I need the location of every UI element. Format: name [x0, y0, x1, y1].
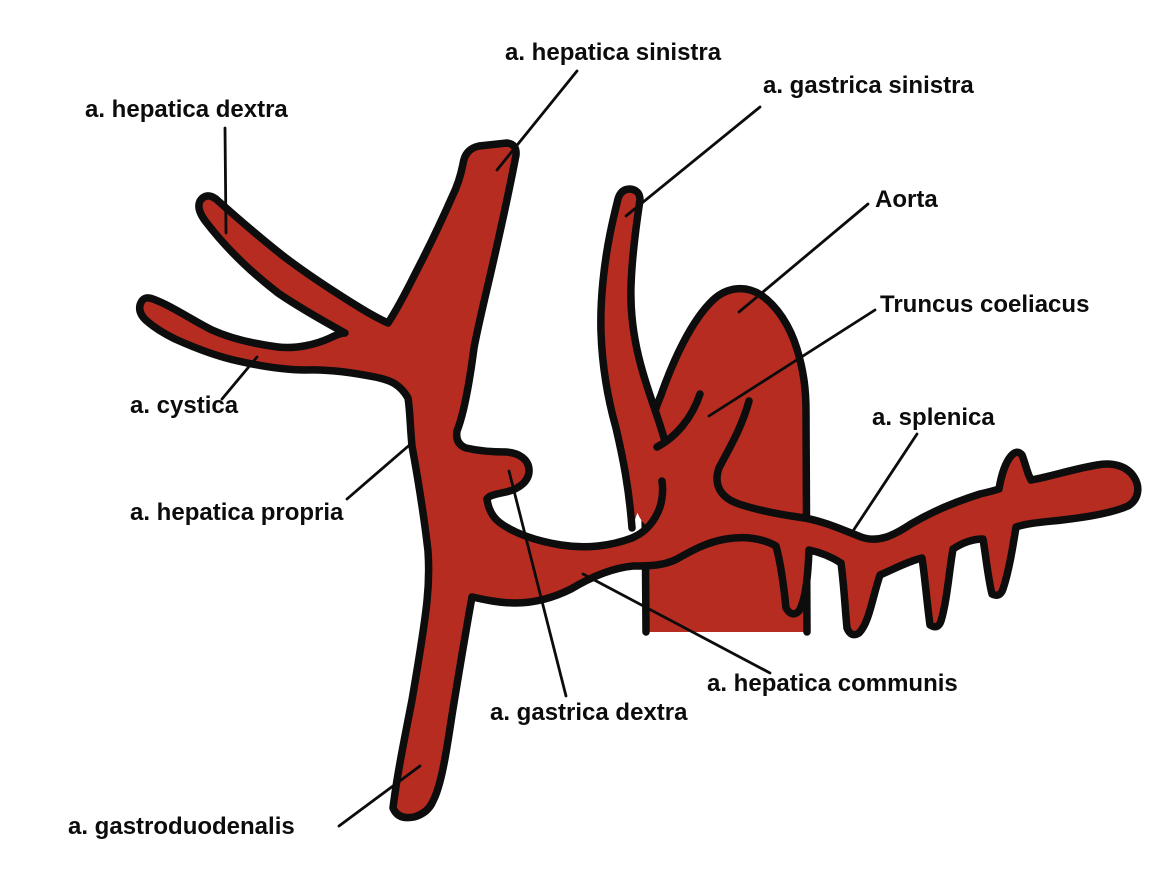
label-a-gastrica-sinistra: a. gastrica sinistra — [763, 72, 974, 99]
leader-line-gastroduodenalis — [337, 764, 422, 828]
label-a-splenica: a. splenica — [872, 404, 995, 431]
common-hepatic-top-outline — [483, 477, 667, 551]
label-a-hepatica-dextra: a. hepatica dextra — [85, 96, 288, 123]
leader-line-aorta — [737, 202, 870, 314]
label-a-hepatica-propria: a. hepatica propria — [130, 499, 344, 526]
leader-line-splenica — [849, 432, 919, 536]
hepatic-tree-outline — [135, 139, 533, 822]
leader-line-gastrica-sinistra — [624, 105, 762, 218]
label-a-gastroduodenalis: a. gastroduodenalis — [68, 813, 295, 840]
label-a-cystica: a. cystica — [130, 392, 239, 419]
leader-line-hepatica-dextra — [223, 126, 228, 235]
leader-line-gastrica-dextra — [507, 469, 568, 698]
splenic-artery-outline — [468, 397, 1142, 639]
leader-line-hepatica-communis — [581, 572, 772, 675]
leader-line-hepatica-sinistra — [495, 69, 579, 172]
label-aorta: Aorta — [875, 186, 938, 213]
leader-line-truncus — [707, 308, 877, 418]
leader-line-hepatica-propria — [345, 440, 415, 501]
label-a-hepatica-communis: a. hepatica communis — [707, 670, 958, 697]
leader-line-cystica — [220, 355, 259, 401]
label-a-gastrica-dextra: a. gastrica dextra — [490, 699, 688, 726]
left-gastric-artery-shape — [597, 185, 668, 532]
celiac-ostium-line — [653, 390, 704, 451]
label-a-hepatica-sinistra: a. hepatica sinistra — [505, 39, 722, 66]
label-truncus-coeliacus: Truncus coeliacus — [880, 291, 1090, 318]
